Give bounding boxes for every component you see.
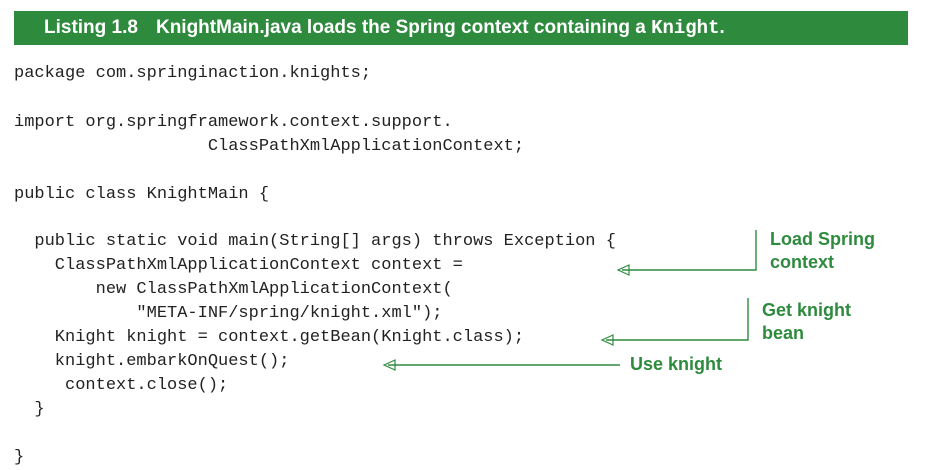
code-line: new ClassPathXmlApplicationContext( bbox=[14, 280, 453, 299]
annotation-line: Use knight bbox=[630, 354, 723, 374]
listing-title: KnightMain.java loads the Spring context… bbox=[156, 17, 725, 39]
arrow-load-spring-context bbox=[622, 230, 757, 271]
listing-title-suffix: . bbox=[719, 17, 725, 38]
code-line: import org.springframework.context.suppo… bbox=[14, 113, 453, 132]
listing-header: Listing 1.8 KnightMain.java loads the Sp… bbox=[14, 11, 908, 45]
code-line: public static void main(String[] args) t… bbox=[14, 232, 616, 251]
code-listing: package com.springinaction.knights; impo… bbox=[14, 0, 616, 467]
code-line: ClassPathXmlApplicationContext context = bbox=[14, 256, 463, 275]
code-line: ClassPathXmlApplicationContext; bbox=[14, 137, 525, 156]
listing-title-prefix: KnightMain.java loads the Spring context… bbox=[155, 17, 652, 38]
listing-title-code: Knight bbox=[651, 17, 720, 39]
code-line: package com.springinaction.knights; bbox=[14, 64, 372, 83]
annotation-use-knight: Use knight bbox=[630, 353, 722, 376]
annotation-line: Load Spring bbox=[770, 229, 875, 249]
annotation-get-knight-bean: Get knight bean bbox=[762, 299, 851, 345]
code-line: } bbox=[14, 448, 25, 467]
code-line: } bbox=[14, 400, 45, 419]
code-line: Knight knight = context.getBean(Knight.c… bbox=[14, 328, 525, 347]
annotation-line: context bbox=[770, 252, 835, 272]
listing-number: Listing 1.8 bbox=[44, 17, 138, 38]
annotation-line: Get knight bbox=[762, 300, 851, 320]
code-line: context.close(); bbox=[14, 376, 229, 395]
arrowhead-use-knight bbox=[382, 359, 396, 371]
arrowhead-load-spring-context bbox=[616, 264, 630, 276]
arrow-get-knight-bean bbox=[606, 298, 749, 341]
code-line: knight.embarkOnQuest(); bbox=[14, 352, 290, 371]
code-line: public class KnightMain { bbox=[14, 185, 270, 204]
arrowhead-get-knight-bean bbox=[600, 334, 614, 346]
annotation-line: bean bbox=[762, 323, 805, 343]
annotation-load-spring-context: Load Spring context bbox=[770, 228, 875, 274]
code-line: "META-INF/spring/knight.xml"); bbox=[14, 304, 443, 323]
